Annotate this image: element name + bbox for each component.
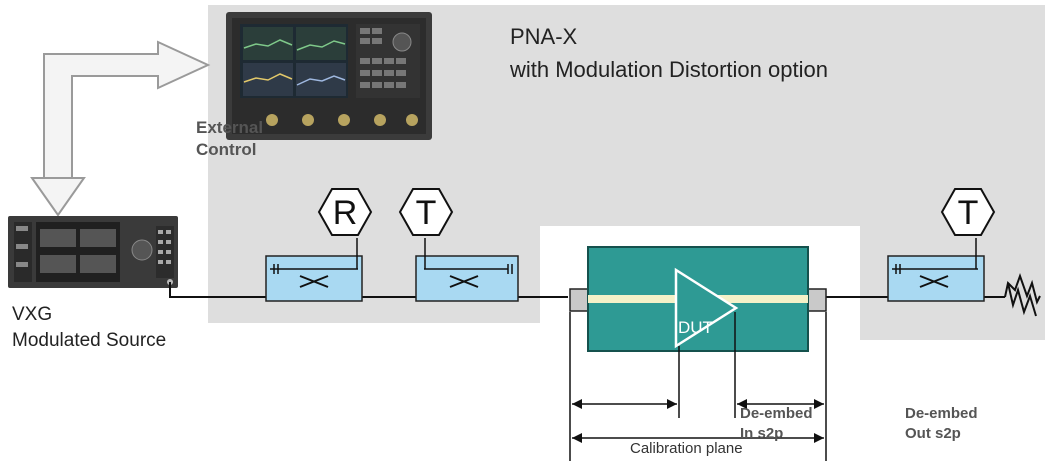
receiver-t-input-label: T	[415, 194, 437, 232]
receiver-t-output-label: T	[957, 194, 979, 232]
calibration-plane-label: Calibration plane	[630, 440, 743, 457]
deembed-in-line2: In s2p	[740, 425, 784, 443]
vxg-instrument-image	[8, 216, 178, 288]
receiver-t-hexagon-input	[398, 188, 454, 236]
deembed-in-line1: De-embed	[740, 405, 813, 422]
pna-x-title-line1: PNA-X	[510, 24, 578, 49]
external-control-arrow-down-icon	[30, 177, 86, 217]
deembed-out-line1: De-embed	[905, 405, 978, 422]
pna-x-title-line2: with Modulation Distortion option	[510, 56, 828, 82]
vxg-label: VXG Modulated Source	[12, 302, 166, 353]
dut-amplifier-icon	[674, 267, 739, 349]
external-control-arrow-icon	[43, 40, 211, 181]
coupler-t-input	[415, 238, 519, 302]
external-control-label: External Control	[196, 117, 263, 161]
load-resistor-icon	[1004, 273, 1041, 317]
deembed-in-label: De-embed In s2p	[740, 404, 813, 445]
coupler-t-output	[887, 238, 985, 302]
dut-label: DUT	[678, 318, 713, 337]
calibration-markers	[569, 312, 827, 461]
deembed-out-label: De-embed Out s2p	[905, 404, 978, 445]
vxg-label-line1: VXG	[12, 304, 53, 325]
receiver-t-hexagon-output	[940, 188, 996, 236]
receiver-r-label: R	[332, 194, 358, 232]
calibration-arrowheads	[572, 399, 824, 443]
external-control-line2: Control	[196, 140, 257, 160]
deembed-out-line2: Out s2p	[905, 425, 961, 443]
receiver-r-hexagon	[317, 188, 373, 236]
pna-x-instrument-image	[226, 12, 432, 140]
vxg-label-line2: Modulated Source	[12, 329, 167, 351]
external-control-line1: External	[196, 118, 264, 137]
coupler-r	[265, 238, 363, 302]
dut-fixture	[569, 246, 827, 352]
pna-x-title: PNA-X with Modulation Distortion option	[510, 24, 828, 90]
